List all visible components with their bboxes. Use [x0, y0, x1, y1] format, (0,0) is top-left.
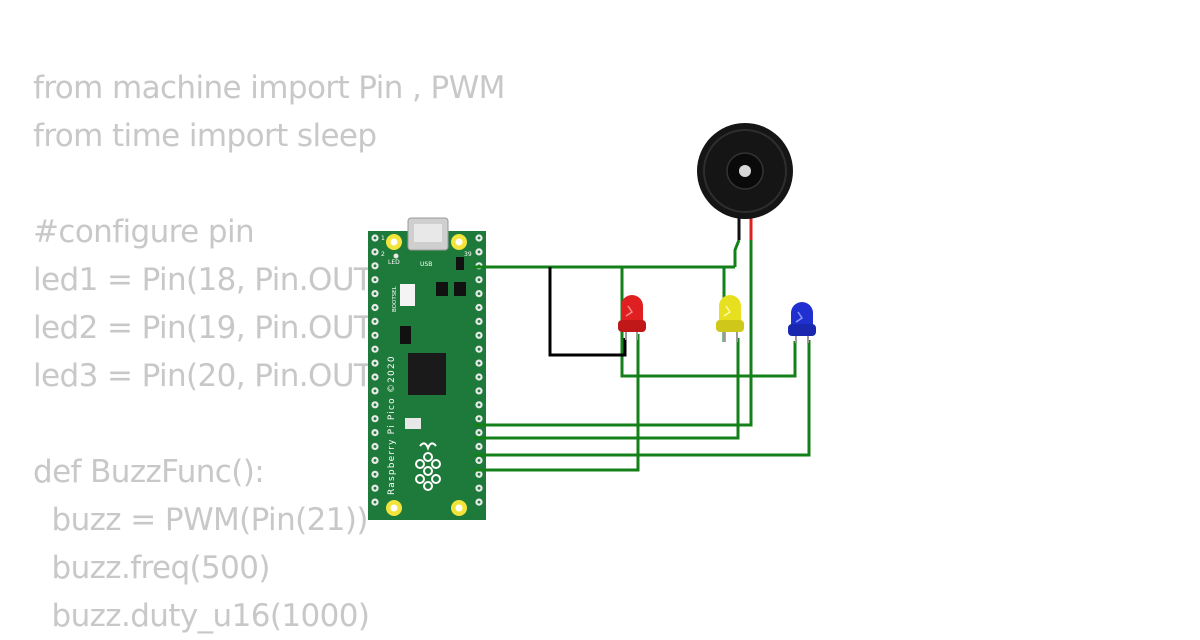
bootsel-label: BOOTSEL	[392, 285, 398, 312]
wire-buzzer-negative[interactable]	[733, 239, 741, 267]
wires	[474, 238, 811, 472]
pin-hole	[373, 459, 377, 462]
bootsel-button[interactable]	[400, 284, 415, 306]
pin-hole	[373, 486, 377, 490]
pin-hole	[373, 500, 377, 504]
wire-red-anode[interactable]	[474, 334, 640, 472]
wire-buzzer-positive[interactable]	[474, 238, 753, 427]
smd-component	[400, 326, 411, 344]
pin-hole	[477, 236, 481, 240]
raspberry-logo-icon	[415, 442, 441, 491]
code-line: def BuzzFunc():	[33, 454, 265, 490]
pin-hole	[373, 292, 377, 295]
pin-hole	[373, 361, 377, 365]
usb-port	[414, 224, 442, 242]
pin-hole	[477, 306, 481, 309]
pin-hole	[477, 500, 481, 504]
pin-hole	[477, 389, 481, 393]
pin-hole	[373, 347, 377, 351]
pin-hole	[373, 403, 377, 407]
pin-hole	[373, 320, 377, 323]
code-line: led2 = Pin(19, Pin.OUT)	[33, 310, 384, 346]
smd-component	[436, 282, 448, 296]
hole-center	[455, 504, 463, 512]
pin-hole	[477, 375, 481, 379]
pin-hole	[373, 417, 377, 421]
pin-hole	[477, 347, 481, 351]
pin-hole	[477, 250, 481, 254]
pin-hole	[477, 459, 481, 462]
rp2040-chip	[408, 353, 446, 395]
onboard-led	[393, 253, 399, 259]
smd-component	[454, 282, 466, 296]
pin-hole	[373, 389, 377, 393]
pin-hole	[477, 361, 481, 365]
buzzer-hole	[739, 165, 751, 177]
pin-hole	[373, 375, 377, 379]
pin-hole	[477, 333, 481, 337]
pin-hole	[477, 486, 481, 490]
hole-center	[390, 238, 398, 246]
pin-hole	[477, 445, 481, 448]
pin-hole	[477, 417, 481, 421]
board-brand-text: Raspberry Pi Pico ©2020	[387, 355, 397, 495]
pin-hole	[477, 278, 481, 282]
pin-hole	[373, 264, 377, 268]
pin-hole	[477, 472, 481, 476]
pin-hole	[373, 431, 377, 434]
led-blue[interactable]	[788, 302, 816, 343]
pin1-label: 1	[381, 235, 385, 242]
pin-hole	[373, 306, 377, 309]
led-label: LED	[388, 259, 400, 266]
wire-red-cathode[interactable]	[548, 267, 627, 357]
led-rim	[716, 320, 744, 332]
pin-header-left	[371, 234, 379, 506]
pin-hole	[373, 445, 377, 448]
hole-center	[455, 238, 463, 246]
code-line: buzz.freq(500)	[33, 550, 271, 586]
code-line: from machine import Pin , PWM	[33, 70, 505, 106]
led-red[interactable]	[618, 295, 646, 340]
code-line: buzz.duty_u16(1000)	[33, 598, 370, 634]
led-yellow[interactable]	[716, 295, 744, 342]
wire-yellow-anode[interactable]	[474, 338, 740, 440]
hole-center	[390, 504, 398, 512]
pin-hole	[477, 403, 481, 407]
smd-component	[456, 257, 464, 270]
pin39-label: 39	[464, 251, 472, 258]
led-rim	[788, 324, 816, 336]
code-line: from time import sleep	[33, 118, 377, 154]
code-line: buzz = PWM(Pin(21))	[33, 502, 369, 538]
code-line: led3 = Pin(20, Pin.OUT)	[33, 358, 384, 394]
usb-label: USB	[420, 261, 432, 268]
wire-blue-cathode[interactable]	[620, 267, 797, 378]
led-die	[795, 311, 804, 323]
pin2-label: 2	[381, 251, 385, 258]
pin-hole	[373, 250, 377, 254]
led-die	[723, 305, 732, 317]
pin-hole	[373, 236, 377, 240]
debug-pads	[405, 418, 421, 429]
pin-hole	[477, 431, 481, 434]
pin-hole	[477, 292, 481, 295]
wire-blue-anode[interactable]	[474, 340, 811, 457]
led-die	[625, 305, 634, 317]
pico-board[interactable]: LED USB 1 2 39 BOOTSEL Raspberry Pi Pico…	[368, 217, 486, 520]
code-listing: from machine import Pin , PWM from time i…	[33, 64, 505, 640]
code-line: #configure pin	[33, 214, 255, 250]
buzzer[interactable]	[697, 123, 793, 240]
led-rim	[618, 320, 646, 332]
code-line: led1 = Pin(18, Pin.OUT)	[33, 262, 384, 298]
pin-hole	[373, 278, 377, 282]
buzzer-rim	[703, 129, 787, 213]
pin-hole	[477, 320, 481, 323]
pin-hole	[373, 333, 377, 337]
pin-hole	[373, 472, 377, 476]
